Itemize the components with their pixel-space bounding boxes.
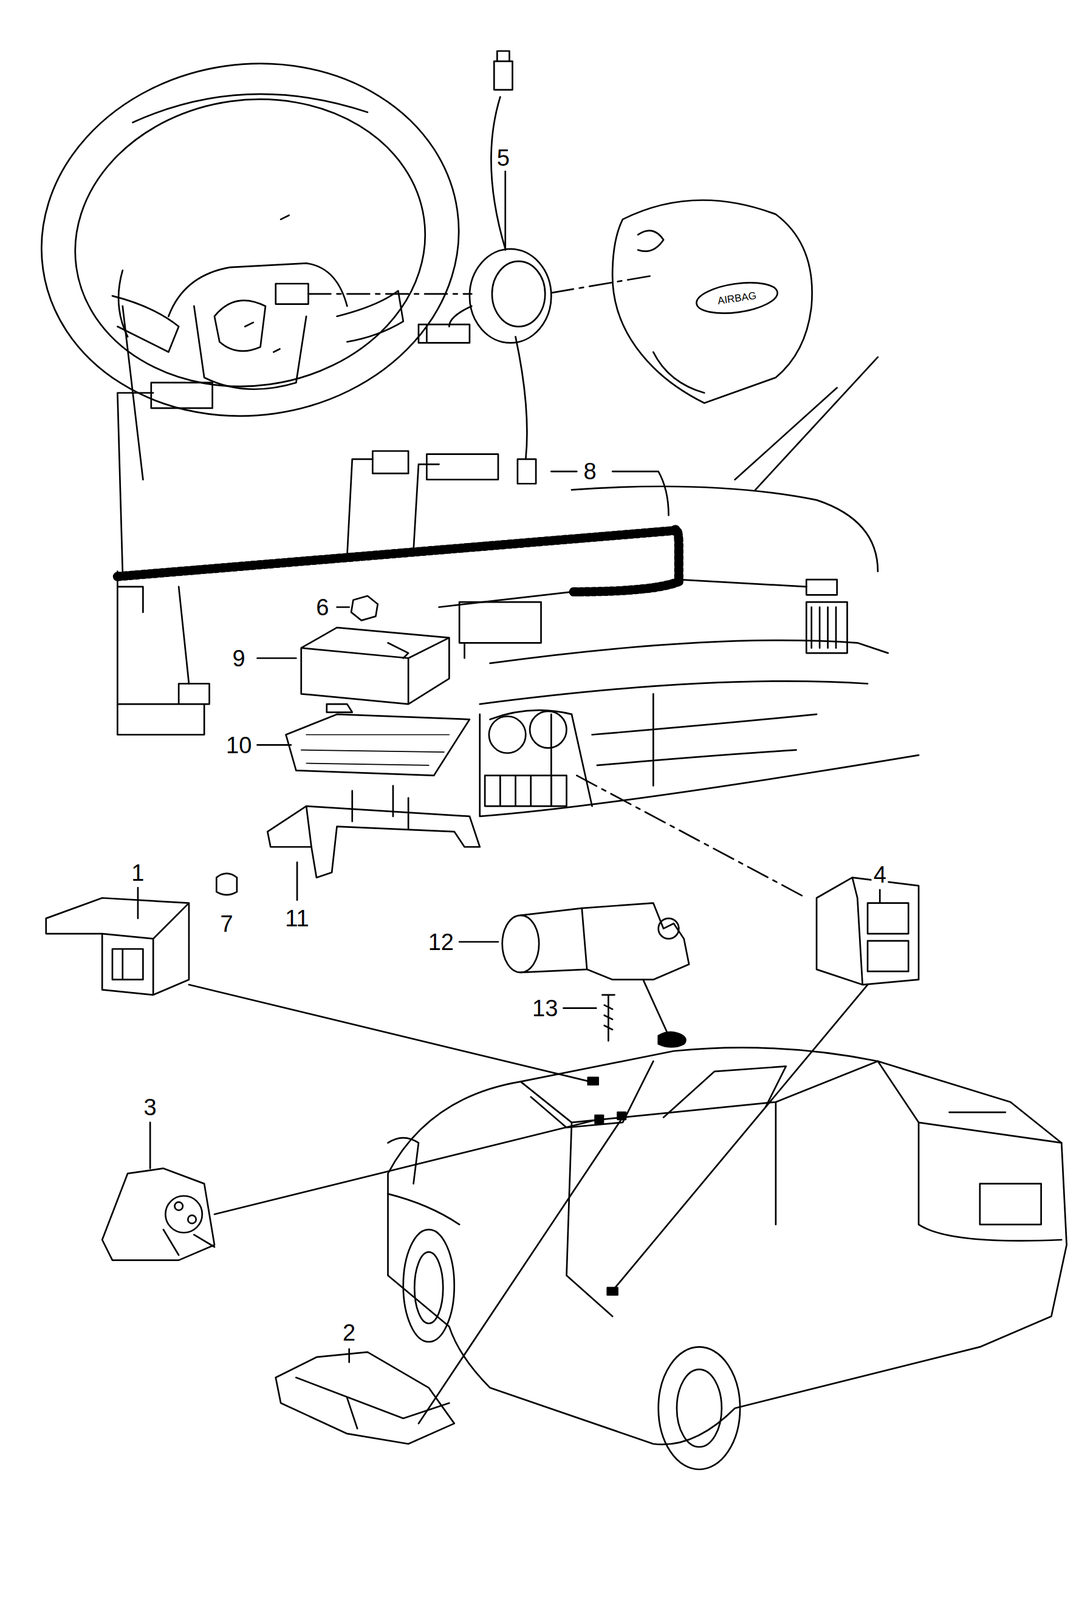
- airbag-cover: [612, 200, 813, 404]
- bracket: [267, 785, 480, 900]
- callout-number: 13: [530, 995, 560, 1022]
- callout-number: 1: [129, 860, 146, 886]
- part-marking: AIRBAG: [715, 288, 759, 308]
- callout-number: 4: [871, 862, 889, 888]
- control-unit: [257, 627, 450, 713]
- wiring-harness: [117, 382, 837, 736]
- motor: [459, 903, 689, 1036]
- plate-pattern: [301, 734, 450, 765]
- callout-number: 11: [283, 905, 311, 932]
- switch: [576, 775, 919, 1292]
- switch-part: [102, 1120, 595, 1261]
- callout-number: 8: [582, 458, 599, 485]
- clock-spring: [418, 51, 552, 484]
- dashboard: [479, 357, 919, 817]
- screw: [602, 995, 615, 1042]
- callout-number: 7: [218, 911, 235, 937]
- steering-wheel: [18, 37, 482, 480]
- callout-number: 3: [141, 1094, 158, 1121]
- callout-number: 5: [495, 145, 512, 171]
- callout-number: 9: [230, 645, 248, 672]
- callout-number: 6: [314, 594, 331, 621]
- car-outline: [388, 1032, 1067, 1470]
- callout-number: 2: [340, 1320, 358, 1346]
- callout-number: 10: [224, 732, 254, 759]
- plate: [286, 714, 470, 776]
- connector-part: [46, 887, 590, 1082]
- callout-number: 12: [426, 929, 456, 956]
